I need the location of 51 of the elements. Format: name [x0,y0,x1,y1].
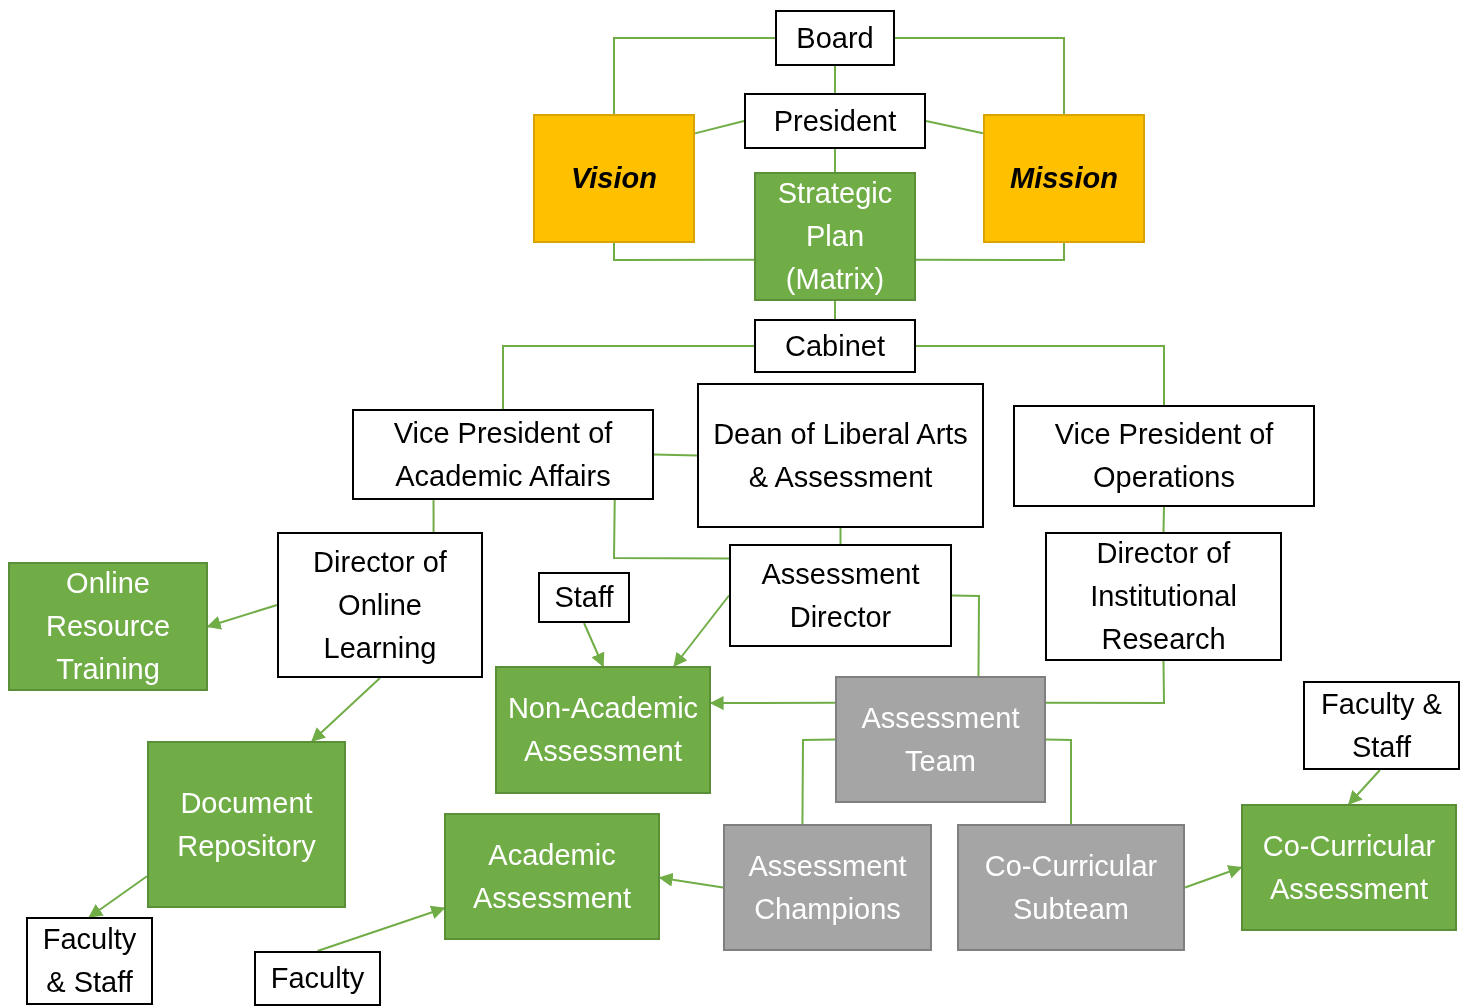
role-box: President [744,93,926,149]
connector-line [834,148,836,173]
connector-line [915,345,1165,406]
role-box: Vice President of Operations [1013,405,1315,507]
connector-line [502,345,755,410]
connector-line [839,527,842,545]
arrow [311,677,381,742]
team-box: Assessment Team [835,676,1046,803]
connector-line [432,499,435,533]
connector-line [1162,506,1165,533]
resource-box: Co-Curricular Assessment [1241,804,1457,931]
arrow [88,875,148,918]
resource-box: Strategic Plan (Matrix) [754,172,916,301]
connector-line [801,738,836,825]
role-box: Director of Institutional Research [1045,532,1282,661]
arrow [583,622,605,668]
role-box: Assessment Director [729,544,952,647]
resource-box: Non-Academic Assessment [495,666,711,794]
connector-line [834,65,836,94]
arrow [1348,769,1381,806]
resource-box: Document Repository [147,741,346,908]
resource-box: Academic Assessment [444,813,660,940]
role-box: Faculty [254,951,381,1006]
connector-line [613,499,730,560]
team-box: Assessment Champions [723,824,932,951]
role-box: Faculty & Staff [26,917,153,1005]
connector-line [915,242,1065,261]
resource-box: Online Resource Training [8,562,208,691]
arrow [673,594,730,668]
role-box: Dean of Liberal Arts & Assessment [697,383,984,528]
connector-line [894,37,1065,115]
connector-line [613,37,776,115]
connector-line [1045,660,1165,704]
team-box: Co-Curricular Subteam [957,824,1185,951]
arrow [316,905,446,952]
connector-line [834,300,836,320]
connector-line [694,120,745,135]
role-box: Board [775,10,895,66]
statement-box: Mission [983,114,1145,243]
role-box: Staff [538,572,630,623]
connector-line [653,453,698,457]
role-box: Vice President of Academic Affairs [352,409,654,500]
arrow [1184,865,1243,889]
connector-line [613,242,755,261]
statement-box: Vision [533,114,695,243]
role-box: Director of Online Learning [277,532,483,678]
role-box: Cabinet [754,319,916,373]
connector-line [1045,738,1072,825]
role-box: Faculty & Staff [1303,681,1460,770]
connector-line [925,120,984,135]
connector-line [951,594,980,677]
